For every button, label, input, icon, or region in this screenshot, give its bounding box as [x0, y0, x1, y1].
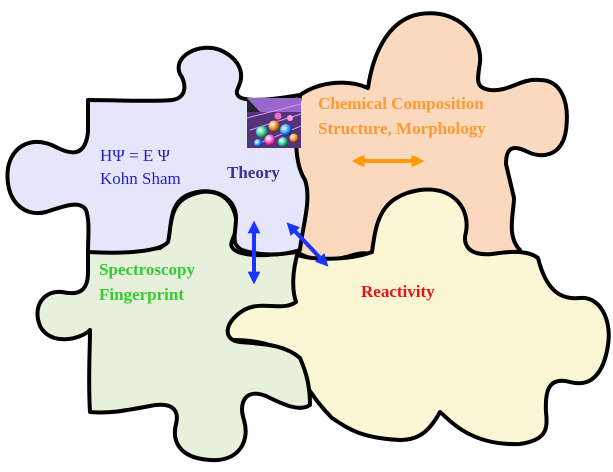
theory-piece	[5, 45, 310, 257]
theory-label: Theory	[227, 163, 280, 182]
molecular-surface-image	[246, 98, 302, 148]
reactivity-label: Reactivity	[361, 282, 435, 301]
arrow-theory-reactivity	[286, 222, 329, 267]
spectroscopy-title: Spectroscopy	[99, 260, 196, 279]
schrodinger-equation: HΨ = E Ψ	[100, 146, 171, 165]
kohn-sham-label: Kohn Sham	[100, 169, 181, 188]
composition-title: Chemical Composition	[318, 94, 484, 113]
composition-subtitle: Structure, Morphology	[318, 119, 486, 138]
spectroscopy-subtitle: Fingerprint	[99, 285, 184, 304]
